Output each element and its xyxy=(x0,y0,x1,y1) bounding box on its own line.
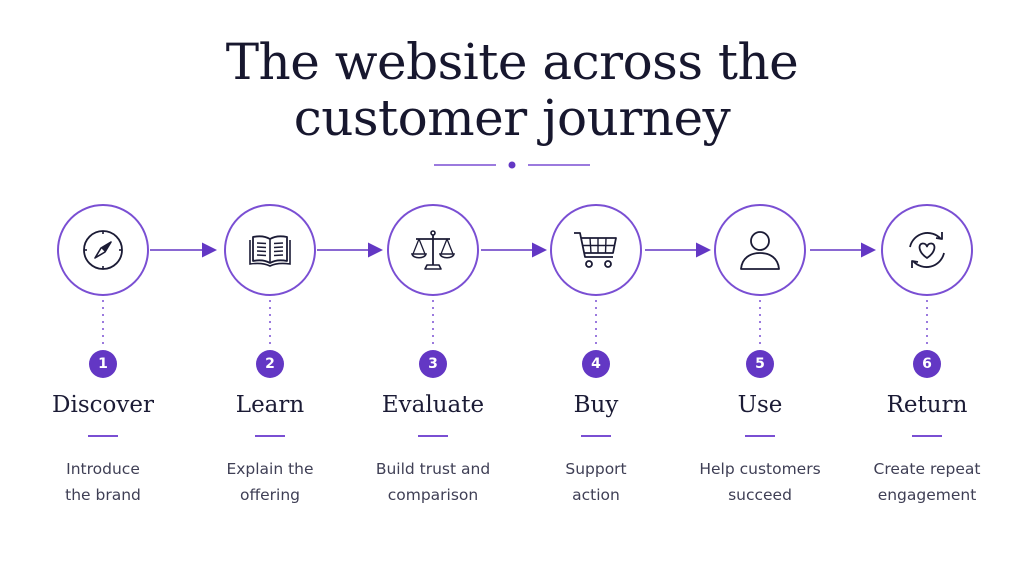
step-5-desc-line-2: succeed xyxy=(728,486,792,504)
step-3-desc-line-1: Build trust and xyxy=(375,460,491,478)
step-3-label: Evaluate xyxy=(381,392,485,418)
step-1-label: Discover xyxy=(52,392,154,418)
step-4-number: 4 xyxy=(582,350,610,378)
compass-icon xyxy=(83,230,123,270)
user-icon xyxy=(740,231,780,270)
step-6-circle xyxy=(881,204,973,296)
step-5-number: 5 xyxy=(746,350,774,378)
step-1-desc-line-2: the brand xyxy=(65,486,141,504)
step-5-desc-line-1: Help customers xyxy=(699,460,821,478)
step-1-underline xyxy=(88,435,118,437)
step-4-desc-line-1: Support xyxy=(565,460,627,478)
cart-icon xyxy=(574,232,617,268)
step-4-desc-line-2: action xyxy=(572,486,620,504)
step-5-label: Use xyxy=(737,392,783,418)
step-4-description: Support action xyxy=(521,456,671,508)
step-6-number: 6 xyxy=(913,350,941,378)
step-1-description: Introduce the brand xyxy=(28,456,178,508)
step-2-underline xyxy=(255,435,285,437)
step-6-description: Create repeat engagement xyxy=(852,456,1002,508)
step-6-desc-line-1: Create repeat xyxy=(873,460,981,478)
step-1-circle xyxy=(57,204,149,296)
scales-icon xyxy=(411,230,455,270)
step-1-number: 1 xyxy=(89,350,117,378)
step-2-number: 2 xyxy=(256,350,284,378)
step-2-description: Explain the offering xyxy=(195,456,345,508)
step-3-description: Build trust and comparison xyxy=(358,456,508,508)
step-6-desc-line-2: engagement xyxy=(877,486,977,504)
step-3-circle xyxy=(387,204,479,296)
refresh-heart-icon xyxy=(909,232,945,268)
step-2-desc-line-1: Explain the xyxy=(226,460,314,478)
page-title-line-1: The website across the xyxy=(225,33,799,91)
step-2-label: Learn xyxy=(235,392,305,418)
step-2-desc-line-2: offering xyxy=(239,486,301,504)
book-icon xyxy=(249,235,291,267)
step-5-description: Help customers succeed xyxy=(685,456,835,508)
step-2-circle xyxy=(224,204,316,296)
step-1-desc-line-1: Introduce xyxy=(66,460,140,478)
step-6-underline xyxy=(912,435,942,437)
title-divider-ornament xyxy=(434,161,590,169)
step-3-underline xyxy=(418,435,448,437)
step-4-circle xyxy=(550,204,642,296)
step-3-number: 3 xyxy=(419,350,447,378)
step-5-underline xyxy=(745,435,775,437)
step-4-underline xyxy=(581,435,611,437)
page-title-line-2: customer journey xyxy=(293,89,731,147)
step-3-desc-line-2: comparison xyxy=(387,486,479,504)
step-4-label: Buy xyxy=(573,392,619,418)
step-5-circle xyxy=(714,204,806,296)
step-6-label: Return xyxy=(886,392,968,418)
